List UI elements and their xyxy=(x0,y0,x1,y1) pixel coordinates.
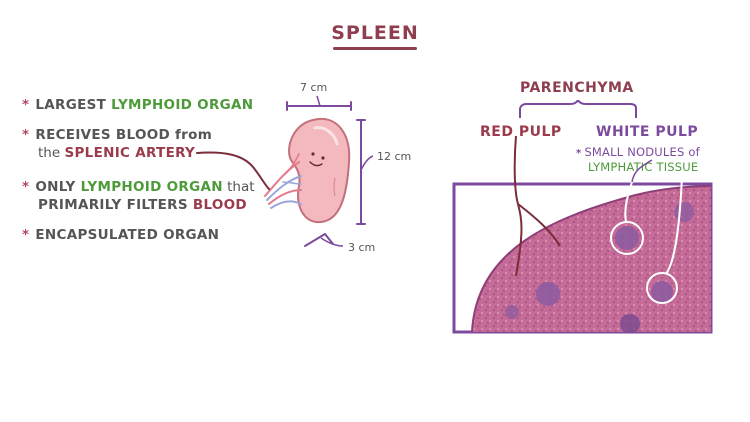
height-bracket xyxy=(356,119,366,225)
bullet-star: * xyxy=(22,179,30,195)
bullet-star: * xyxy=(22,127,30,143)
depth-label: 3 cm xyxy=(348,241,376,254)
fact-text: LYMPHOID ORGAN xyxy=(80,179,223,195)
white-pulp-nodule xyxy=(620,314,640,332)
white-pulp-nodule xyxy=(615,226,639,250)
depth-bracket xyxy=(304,233,334,247)
histology-panel xyxy=(452,100,713,334)
fact-text: LARGEST xyxy=(35,97,112,113)
white-pulp-highlight xyxy=(610,221,644,255)
spleen-eye-right xyxy=(321,156,325,160)
fact-text: LYMPHOID ORGAN xyxy=(111,97,254,113)
white-pulp-note: *SMALL NODULES of xyxy=(576,145,700,159)
spleen-eye-left xyxy=(311,152,315,156)
white-pulp-pointer xyxy=(624,181,633,223)
white-pulp-label: WHITE PULP xyxy=(596,124,699,140)
white-pulp-nodule xyxy=(674,202,694,222)
artery-pointer-line xyxy=(196,151,270,190)
fact-line: * LARGEST LYMPHOID ORGAN xyxy=(22,96,253,114)
spleen-illustration xyxy=(264,95,374,247)
spleen-organ xyxy=(288,117,351,224)
fact-text: the xyxy=(38,145,65,161)
white-pulp-nodule xyxy=(505,305,519,319)
white-pulp-nodule xyxy=(651,281,673,303)
fact-text: ONLY xyxy=(35,179,81,195)
white-pulp-nodule xyxy=(536,282,560,306)
width-label: 7 cm xyxy=(300,81,328,94)
red-pulp-label: RED PULP xyxy=(480,124,562,140)
fact-text: that xyxy=(222,179,255,195)
height-label: 12 cm xyxy=(377,150,412,163)
fact-text: SPLENIC ARTERY xyxy=(64,145,196,161)
fact-line: PRIMARILY FILTERS BLOOD xyxy=(22,196,255,214)
white-pulp-highlight xyxy=(646,272,678,304)
fact-line: * ONLY LYMPHOID ORGAN that xyxy=(22,178,255,196)
fact-line: * ENCAPSULATED ORGAN xyxy=(22,226,219,244)
fact-line: the SPLENIC ARTERY xyxy=(22,144,212,162)
fact-text: ENCAPSULATED ORGAN xyxy=(35,227,220,243)
bullet-star: * xyxy=(22,227,30,243)
splenic-vessels xyxy=(264,153,302,209)
width-bracket xyxy=(286,101,352,111)
title-underline xyxy=(333,47,417,50)
fact-item: * LARGEST LYMPHOID ORGAN xyxy=(22,96,253,114)
spleen-mouth xyxy=(309,161,323,167)
parenchyma-bracket xyxy=(519,100,637,118)
fact-text: BLOOD xyxy=(192,197,247,213)
parenchyma-label: PARENCHYMA xyxy=(520,80,634,96)
page-title: SPLEEN xyxy=(331,22,419,44)
white-pulp-note-2: LYMPHATIC TISSUE xyxy=(588,160,699,174)
bullet-star: * xyxy=(22,97,30,113)
fact-item: * ENCAPSULATED ORGAN xyxy=(22,226,219,244)
fact-text: RECEIVES BLOOD from xyxy=(35,127,213,143)
tissue-section xyxy=(472,186,711,332)
fact-line: * RECEIVES BLOOD from xyxy=(22,126,212,144)
fact-text: PRIMARILY FILTERS xyxy=(38,197,193,213)
